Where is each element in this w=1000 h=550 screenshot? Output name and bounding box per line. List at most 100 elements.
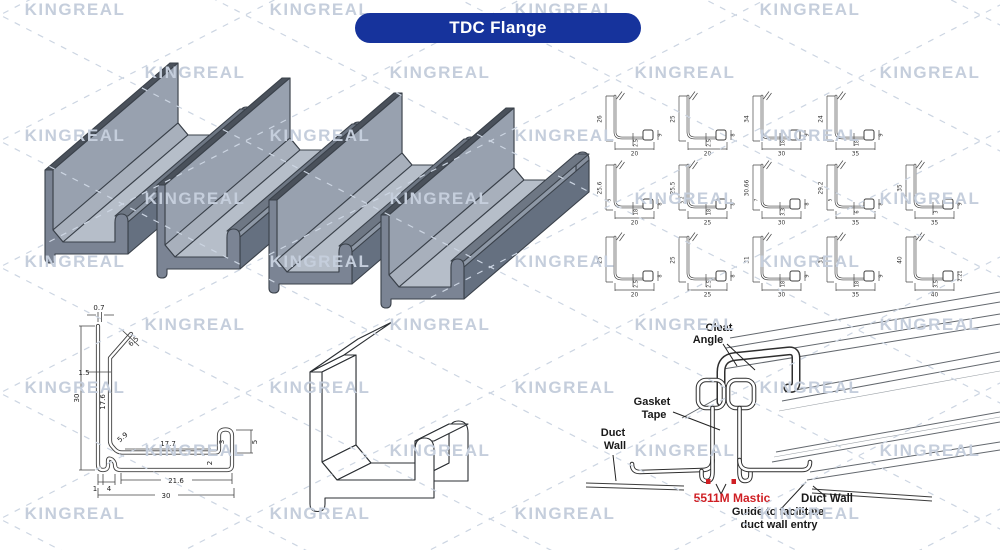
svg-text:35: 35 xyxy=(852,293,860,299)
watermark-text: KINGREAL xyxy=(760,0,861,19)
svg-text:3.5: 3.5 xyxy=(934,280,940,288)
mastic-label: 5511M Mastic xyxy=(694,491,771,505)
svg-text:35: 35 xyxy=(852,152,860,158)
svg-text:5: 5 xyxy=(607,198,613,201)
svg-text:25: 25 xyxy=(598,256,604,264)
dim-width: 30 xyxy=(162,492,171,500)
dim-hook-gap: 1 xyxy=(93,485,97,493)
svg-text:7: 7 xyxy=(754,198,760,201)
watermark-text: KINGREAL xyxy=(880,63,981,82)
dim-floor-inner: 17.7 xyxy=(160,440,176,448)
guide-label: Guide to facilitate xyxy=(732,506,824,518)
svg-text:31: 31 xyxy=(745,256,751,264)
profile-thumb: 25 20 2.5 8 xyxy=(598,232,664,299)
profile-thumb: 31 30 18 9 xyxy=(745,232,811,299)
svg-text:29.2: 29.2 xyxy=(819,181,825,194)
svg-text:18: 18 xyxy=(781,281,787,287)
profile-thumb: 31 35 18 9 xyxy=(819,232,885,299)
duct-wall-left-leader xyxy=(612,454,617,482)
page-title: TDC Flange xyxy=(449,18,547,37)
svg-text:25: 25 xyxy=(671,256,677,264)
dimension-drawing: 0.7 1.5 30 6.5 17.6 5.9 17.7 3 5 2 21.6 … xyxy=(73,304,259,500)
svg-text:30: 30 xyxy=(778,221,786,227)
profile-thumb: 30.66 30 3.3 8 7 xyxy=(745,160,811,227)
gasket-tape-label: Gasket xyxy=(634,396,671,408)
svg-text:9: 9 xyxy=(958,202,964,205)
cleat-angle-label2: Angle xyxy=(693,334,724,346)
dim-bottom-inner: 21.6 xyxy=(168,477,184,485)
svg-text:2.5: 2.5 xyxy=(634,139,640,147)
profile-grid: 26202.5925202.583430189243518925.6201885… xyxy=(598,91,964,299)
svg-text:8: 8 xyxy=(731,133,737,136)
svg-text:9: 9 xyxy=(658,133,664,136)
cleat-angle-label: Cleat xyxy=(706,322,733,334)
gasket-tape-label2: Tape xyxy=(642,409,667,421)
svg-text:8: 8 xyxy=(805,202,811,205)
svg-text:2.5: 2.5 xyxy=(634,280,640,288)
svg-text:2.21: 2.21 xyxy=(958,270,964,281)
svg-text:25: 25 xyxy=(671,115,677,123)
svg-text:5: 5 xyxy=(828,198,834,201)
svg-text:24: 24 xyxy=(819,115,825,123)
dim-hem-gap: 2 xyxy=(206,461,214,465)
dim-left-offset: 1.5 xyxy=(78,369,89,377)
svg-text:6: 6 xyxy=(855,210,861,213)
svg-text:26: 26 xyxy=(598,115,604,123)
flange-pair xyxy=(695,377,813,496)
svg-text:2.5: 2.5 xyxy=(707,280,713,288)
svg-text:9: 9 xyxy=(805,274,811,277)
render-3d xyxy=(0,0,600,320)
dim-slope: 5.9 xyxy=(116,431,130,444)
svg-text:30.66: 30.66 xyxy=(745,179,751,196)
channel-profile-4 xyxy=(381,108,589,308)
svg-text:9: 9 xyxy=(879,274,885,277)
dim-web: 17.6 xyxy=(99,394,107,410)
svg-text:25.6: 25.6 xyxy=(598,181,604,194)
title-banner: TDC Flange xyxy=(355,13,641,43)
svg-text:35: 35 xyxy=(852,221,860,227)
dim-curl-gap: 3 xyxy=(218,440,226,444)
assembly-diagram: Cleat Angle Gasket Tape Duct Wall 5511M … xyxy=(585,291,1000,531)
svg-text:18: 18 xyxy=(855,281,861,287)
mastic-marks xyxy=(706,479,736,484)
guide-label2: duct wall entry xyxy=(740,519,818,531)
duct-wall-left-label2: Wall xyxy=(604,440,626,452)
duct-wall-right-label: Duct Wall xyxy=(801,493,853,505)
profile-thumb: 24 35 18 9 xyxy=(819,91,885,158)
svg-text:18: 18 xyxy=(634,209,640,215)
svg-text:3.3: 3.3 xyxy=(781,208,787,216)
svg-text:20: 20 xyxy=(631,293,639,299)
dim-height: 30 xyxy=(73,394,81,403)
svg-text:8: 8 xyxy=(731,202,737,205)
svg-text:5.2: 5.2 xyxy=(680,196,686,203)
svg-text:9: 9 xyxy=(879,133,885,136)
svg-text:8: 8 xyxy=(731,274,737,277)
svg-text:20: 20 xyxy=(631,152,639,158)
profile-thumb: 25 25 2.5 8 xyxy=(671,232,737,299)
svg-text:31: 31 xyxy=(819,256,825,264)
dim-hook-height: 4 xyxy=(107,485,112,493)
svg-text:40: 40 xyxy=(898,256,904,264)
svg-text:20: 20 xyxy=(704,152,712,158)
watermark-text: KINGREAL xyxy=(635,63,736,82)
duct-wall-left-label: Duct xyxy=(601,427,626,439)
svg-text:8: 8 xyxy=(658,202,664,205)
dim-top-thickness: 0.7 xyxy=(93,304,104,312)
svg-text:34: 34 xyxy=(745,115,751,123)
svg-text:9: 9 xyxy=(805,133,811,136)
svg-text:8: 8 xyxy=(658,274,664,277)
profile-thumb: 26 20 2.5 9 xyxy=(598,91,664,158)
svg-text:3: 3 xyxy=(934,210,940,213)
svg-text:25: 25 xyxy=(704,221,712,227)
svg-text:25: 25 xyxy=(704,293,712,299)
svg-text:30: 30 xyxy=(778,152,786,158)
svg-text:30: 30 xyxy=(778,293,786,299)
svg-text:18: 18 xyxy=(855,140,861,146)
svg-text:35: 35 xyxy=(898,184,904,192)
